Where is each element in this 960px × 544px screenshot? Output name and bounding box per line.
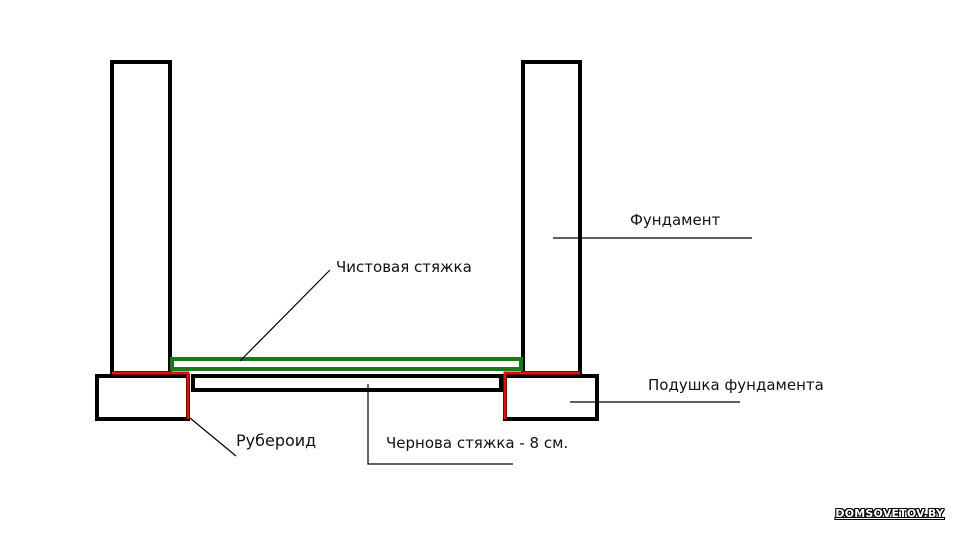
leader-clean-screed: [239, 269, 331, 362]
leader-rough-screed: [367, 384, 513, 465]
foundation-wall-left: [110, 60, 172, 375]
label-clean-screed: Чистовая стяжка: [336, 258, 472, 276]
label-foundation-cushion: Подушка фундамента: [648, 376, 824, 394]
clean-screed: [170, 357, 523, 371]
site-watermark: DOMSOVETOV.BY: [835, 507, 944, 520]
leader-roofing-felt: [189, 417, 237, 457]
foundation-wall-right: [521, 60, 582, 375]
roofing-felt: [112, 371, 580, 419]
foundation-cushion-left: [95, 374, 190, 421]
label-roofing-felt: Рубероид: [236, 431, 317, 450]
rough-screed: [191, 374, 503, 392]
label-foundation: Фундамент: [630, 211, 721, 229]
label-rough-screed: Чернова стяжка - 8 см.: [386, 434, 569, 452]
foundation-cushion-right: [503, 374, 599, 421]
